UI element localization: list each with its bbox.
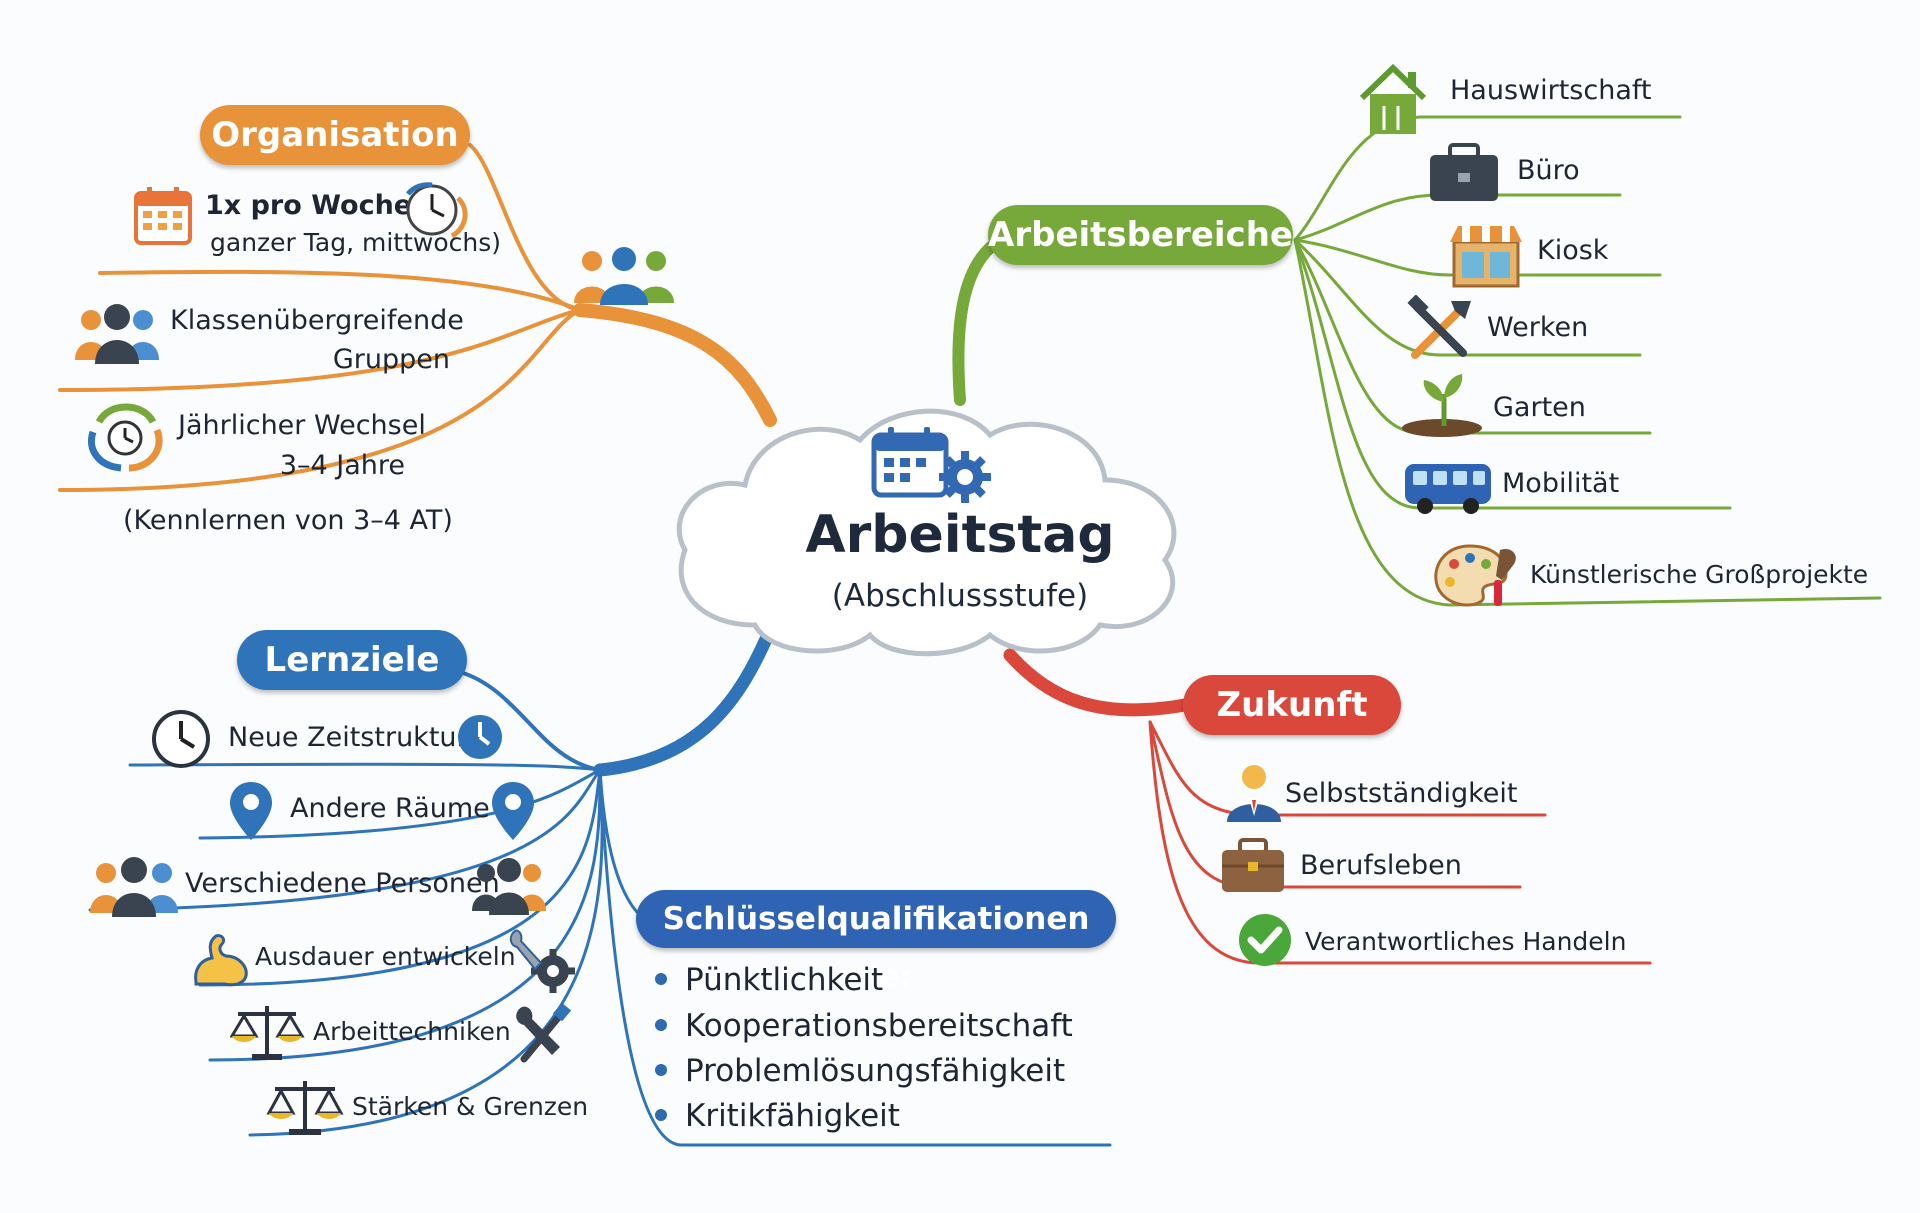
wrench-screwdriver-icon bbox=[516, 1003, 572, 1063]
clock-cycle-icon bbox=[406, 182, 468, 239]
briefcase-icon bbox=[1430, 143, 1498, 201]
lernziel-andere-raeume: Andere Räume bbox=[290, 793, 490, 824]
checkmark-icon bbox=[1239, 914, 1291, 966]
zukunft-pill: Zukunft bbox=[1183, 675, 1401, 735]
scales-icon-2 bbox=[266, 1081, 344, 1135]
zukunft-selbststaendigkeit: Selbstständigkeit bbox=[1285, 778, 1518, 809]
arbeitsbereiche-branches bbox=[952, 115, 1882, 607]
lernziel-neue-zeitstruktur: Neue Zeitstruktur bbox=[228, 722, 468, 753]
lernziel-verschiedene-personen: Verschiedene Personen bbox=[185, 868, 500, 899]
location-pin-icon-2 bbox=[492, 782, 534, 840]
organisation-note: (Kennlernen von 3–4 AT) bbox=[123, 505, 453, 536]
schluessel-item-kritikfaehigkeit: Kritikfähigkeit bbox=[655, 1098, 900, 1134]
tools-icon bbox=[1407, 295, 1471, 359]
arbeitsbereich-kuenstlerische-grossprojekte: Künstlerische Großprojekte bbox=[1530, 560, 1869, 589]
center-title: Arbeitstag bbox=[805, 505, 1115, 565]
lernziel-ausdauer-entwickeln: Ausdauer entwickeln bbox=[255, 942, 516, 971]
schluessel-pill: Schlüsselqualifikationen wie: bbox=[636, 890, 1116, 995]
arbeitsbereich-buero: Büro bbox=[1517, 155, 1580, 186]
kiosk-icon bbox=[1450, 226, 1522, 288]
zukunft-berufsleben: Berufsleben bbox=[1300, 850, 1462, 881]
schluessel-item-problemloesungsfaehigkeit: Problemlösungsfähigkeit bbox=[655, 1053, 1065, 1089]
timer-icon bbox=[458, 715, 502, 759]
schluessel-item-puenktlichkeit: Pünktlichkeit bbox=[655, 962, 883, 998]
organisation-item-3-line1: Jährlicher Wechsel bbox=[178, 410, 426, 441]
flexed-arm-icon bbox=[194, 934, 248, 987]
location-pin-icon bbox=[230, 782, 272, 840]
arbeitsbereich-werken: Werken bbox=[1487, 312, 1589, 343]
lernziel-arbeittechniken: Arbeittechniken bbox=[313, 1017, 511, 1046]
people-icon-2 bbox=[472, 858, 546, 915]
arbeitsbereich-hauswirtschaft: Hauswirtschaft bbox=[1450, 75, 1652, 106]
calendar-gear-icon bbox=[871, 427, 991, 503]
people-icon bbox=[90, 857, 178, 917]
businessperson-icon bbox=[1227, 765, 1281, 822]
plant-icon bbox=[1402, 374, 1482, 437]
scales-icon bbox=[230, 1006, 305, 1060]
center-cloud bbox=[676, 408, 1177, 657]
calendar-icon bbox=[134, 187, 192, 245]
briefcase-brown-icon bbox=[1222, 838, 1284, 892]
house-icon bbox=[1359, 63, 1427, 134]
arbeitsbereiche-pill: Arbeitsbereiche bbox=[988, 205, 1293, 265]
organisation-item-2-line1: Klassenübergreifende bbox=[170, 305, 464, 336]
organisation-item-1-line2: ganzer Tag, mittwochs) bbox=[210, 228, 501, 257]
group-icon bbox=[574, 247, 674, 305]
arbeitsbereich-mobilitaet: Mobilität bbox=[1502, 468, 1620, 499]
wrench-gear-icon bbox=[509, 929, 575, 993]
arbeitsbereich-garten: Garten bbox=[1493, 392, 1586, 423]
center-subtitle: (Abschlussstufe) bbox=[831, 578, 1089, 614]
schluessel-item-kooperationsbereitschaft: Kooperationsbereitschaft bbox=[655, 1008, 1073, 1044]
organisation-item-1-line1: 1x pro Woche bbox=[205, 190, 413, 221]
organisation-item-3-line2: 3–4 Jahre bbox=[279, 450, 405, 481]
palette-icon bbox=[1434, 544, 1516, 607]
clock-icon bbox=[152, 710, 210, 768]
lernziel-staerken-grenzen: Stärken & Grenzen bbox=[352, 1092, 589, 1121]
organisation-branches bbox=[58, 143, 777, 492]
organisation-item-2-line2: Gruppen bbox=[332, 344, 450, 375]
lernziele-pill: Lernziele bbox=[237, 630, 467, 690]
arbeitsbereich-kiosk: Kiosk bbox=[1537, 235, 1609, 266]
people-group-icon bbox=[75, 304, 159, 364]
bus-icon bbox=[1405, 464, 1491, 514]
organisation-pill: Organisation bbox=[200, 105, 470, 165]
cycle-clock-icon bbox=[88, 403, 163, 472]
zukunft-verantwortliches-handeln: Verantwortliches Handeln bbox=[1305, 927, 1627, 956]
